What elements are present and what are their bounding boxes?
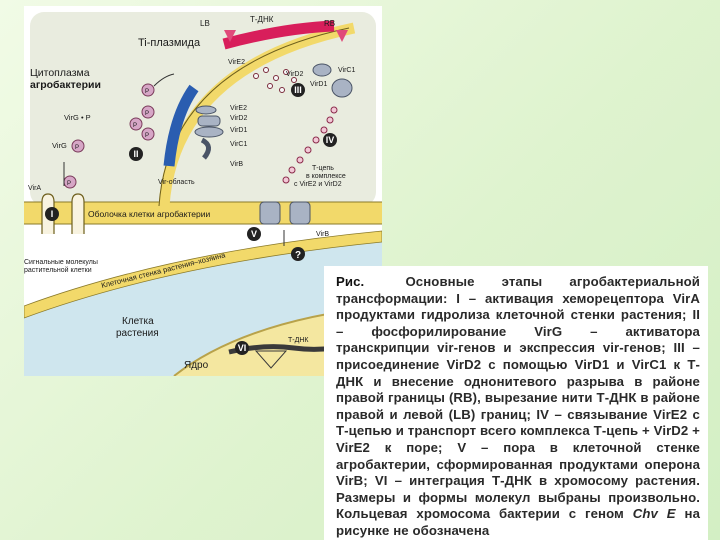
label-p-3: P [145,133,149,139]
virC1-complex [332,79,352,97]
label-tstrand-1: Т-цепь [312,165,334,172]
label-virA: VirA [28,185,41,192]
label-virB: VirB [316,231,329,238]
label-virD1-top: VirD1 [310,81,327,88]
label-protein-virB: VirB [230,161,243,168]
label-nucleus: Ядро [184,360,209,371]
label-ti-plasmid: Ti-плазмида [138,37,201,49]
label-virG: VirG [52,141,67,150]
label-protein-virD1: VirD1 [230,127,247,134]
label-p-4: P [133,123,137,129]
stage-label-6: VI [238,343,247,353]
label-question: ? [295,250,301,261]
stage-label-1: I [51,209,54,219]
caption-head: Рис. [336,274,364,289]
label-vir-region: Vir-область [158,178,195,186]
label-cytoplasm-1: Цитоплазма [30,67,90,79]
label-lb: LB [200,19,210,28]
label-virC1-top: VirC1 [338,67,355,74]
label-protein-virC1: VirC1 [230,141,247,148]
stage-label-2: II [133,149,138,159]
label-tdna-plant: Т-ДНК [288,337,309,344]
label-p-6: P [67,181,71,187]
label-envelope: Оболочка клетки агробактерии [88,209,210,219]
label-cytoplasm-2: агробактерии [30,79,101,91]
label-plant-cell-2: растения [116,328,159,339]
label-p-2: P [145,111,149,117]
label-signal-2: растительной клетки [24,266,92,274]
label-protein-virE2: VirE2 [230,105,247,112]
label-virE2-top: VirE2 [228,59,245,66]
virD2-complex [313,64,331,76]
stage-label-5: V [251,229,257,239]
label-signal-1: Сигнальные молекулы [24,259,98,266]
caption-gene: Chv E [633,506,676,521]
stage-label-3: III [294,85,302,95]
caption-body-1: Основные этапы агробактериальной трансфо… [336,274,700,521]
label-protein-virD2: VirD2 [230,115,247,122]
label-p-1: P [145,89,149,95]
label-tdna: Т-ДНК [250,15,274,24]
stage-label-4: IV [326,135,335,145]
label-p-5: P [75,145,79,151]
label-tstrand-3: с VirE2 и VirD2 [294,181,342,188]
label-virD2-top: VirD2 [286,71,303,78]
virA-receptor-2 [72,194,84,234]
label-tstrand-2: в комплексе [306,173,346,180]
label-rb: RB [324,19,335,28]
label-virG-p: VirG • P [64,113,91,122]
label-plant-cell-1: Клетка [122,316,154,327]
figure-caption: Рис. Основные этапы агробактериальной тр… [324,266,708,540]
